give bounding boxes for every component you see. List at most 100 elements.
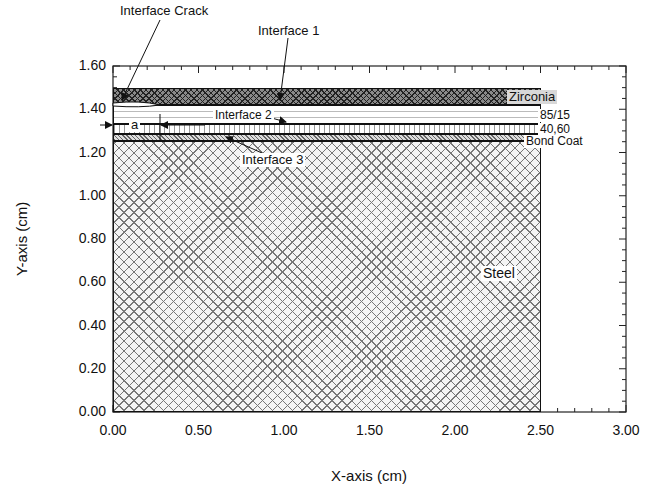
tick	[318, 66, 319, 70]
tick-label: 2.00	[441, 423, 468, 438]
tick	[619, 412, 626, 413]
tick	[574, 66, 575, 70]
tick	[622, 303, 626, 304]
axis-title: Y-axis (cm)	[14, 202, 30, 276]
tick-label: 1.60	[79, 58, 106, 73]
callout-label: Interface 2	[213, 109, 274, 122]
tick	[437, 66, 438, 70]
tick	[619, 109, 626, 110]
tick	[622, 379, 626, 380]
tick	[608, 66, 609, 70]
tick	[266, 66, 267, 70]
tick	[626, 66, 627, 73]
tick	[622, 260, 626, 261]
leader-line	[122, 20, 160, 100]
tick	[619, 239, 626, 240]
tick	[130, 66, 131, 70]
tick	[403, 66, 404, 70]
dimension-arrow	[161, 125, 205, 126]
steel-substrate: Steel	[113, 141, 541, 412]
tick	[369, 66, 370, 73]
tick	[215, 66, 216, 70]
callout-label: Interface 3	[240, 153, 305, 167]
tick	[523, 66, 524, 70]
tick-label: 0.80	[79, 231, 106, 246]
tick	[622, 347, 626, 348]
tick-label: 0.20	[79, 361, 106, 376]
tick	[622, 217, 626, 218]
tick	[622, 130, 626, 131]
axes-box	[113, 66, 626, 412]
layer-label: Steel	[481, 266, 517, 281]
tick	[232, 66, 233, 70]
tick	[619, 282, 626, 283]
tick	[622, 401, 626, 402]
tick	[622, 228, 626, 229]
tick	[557, 408, 558, 412]
tick-label: 2.50	[527, 423, 554, 438]
tick	[113, 66, 114, 73]
tick-label: 1.40	[79, 101, 106, 116]
tick-label: 1.00	[79, 188, 106, 203]
tick	[455, 66, 456, 73]
tick-label: 1.20	[79, 145, 106, 160]
tick	[622, 293, 626, 294]
tick	[574, 408, 575, 412]
dimension-line	[160, 114, 161, 142]
tick	[198, 66, 199, 73]
graded-layer: 85/15	[113, 105, 541, 124]
leader-line	[280, 38, 288, 100]
tick	[113, 76, 117, 77]
tick	[619, 368, 626, 369]
tick	[619, 325, 626, 326]
tick	[622, 249, 626, 250]
dimension-label: a	[129, 118, 140, 132]
tick	[489, 66, 490, 70]
axis-title: X-axis (cm)	[331, 468, 407, 484]
tick	[622, 314, 626, 315]
tick-label: 0.00	[79, 404, 106, 419]
tick	[540, 66, 541, 73]
layer-label: Zirconia	[507, 90, 557, 104]
tick-marks	[113, 66, 626, 412]
tick	[622, 174, 626, 175]
interface-crack	[113, 102, 160, 107]
bond-coat-layer: Bond Coat	[113, 134, 541, 141]
dimension-arrow	[100, 125, 112, 126]
tick-label: 3.00	[612, 423, 639, 438]
tick-label: 1.00	[270, 423, 297, 438]
callout-label: Interface 1	[258, 24, 319, 38]
tick	[557, 66, 558, 70]
tick	[622, 336, 626, 337]
tick-label: 0.40	[79, 318, 106, 333]
tick	[335, 66, 336, 70]
callout-label: Interface Crack	[120, 4, 208, 18]
tick	[626, 405, 627, 412]
tick-label: 0.50	[185, 423, 212, 438]
tick	[622, 141, 626, 142]
tick-label: 0.60	[79, 274, 106, 289]
tick	[622, 87, 626, 88]
tick	[622, 357, 626, 358]
layer-label: 85/15	[538, 109, 572, 122]
tick	[622, 98, 626, 99]
tick	[619, 152, 626, 153]
tick	[301, 66, 302, 70]
tick-label: 1.50	[356, 423, 383, 438]
tick	[619, 66, 626, 67]
tick-label: 0.00	[99, 423, 126, 438]
tick	[506, 66, 507, 70]
layer-label: Bond Coat	[524, 135, 585, 148]
tick	[608, 408, 609, 412]
tick	[622, 120, 626, 121]
tick	[181, 66, 182, 70]
tick	[420, 66, 421, 70]
tick	[386, 66, 387, 70]
zirconia-layer: Zirconia	[113, 88, 541, 105]
tick	[472, 66, 473, 70]
tick	[147, 66, 148, 70]
leader-line	[226, 137, 262, 153]
tick	[164, 66, 165, 70]
tick	[619, 195, 626, 196]
